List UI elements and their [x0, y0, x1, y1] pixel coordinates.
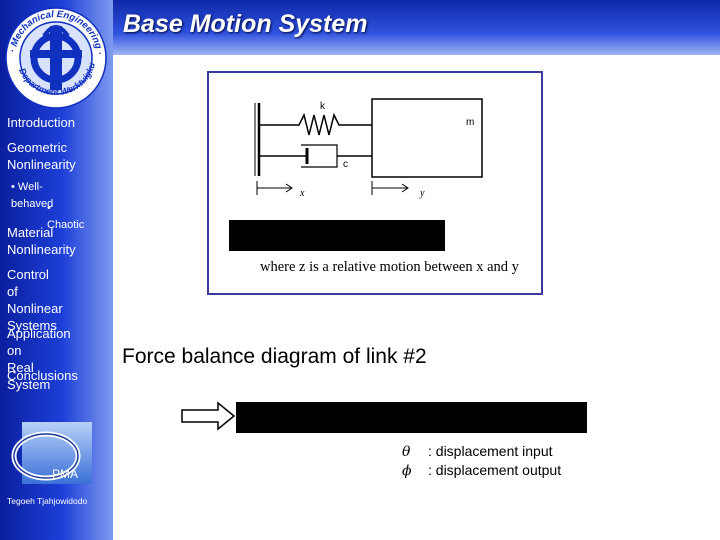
x-label: x: [300, 188, 305, 199]
sidebar-item-well-behaved[interactable]: • Well-behaved: [11, 181, 54, 210]
equation-box-motion: [229, 220, 445, 251]
sidebar-item-geometric-nonlinearity[interactable]: Geometric Nonlinearity: [7, 140, 76, 172]
title-band: [113, 0, 720, 55]
sidebar-item-introduction[interactable]: Introduction: [7, 115, 75, 130]
phi-symbol: ϕ: [402, 463, 412, 479]
sidebar-item-material-nonlinearity[interactable]: Material Nonlinearity: [7, 225, 76, 257]
pma-logo: PMA: [11, 422, 92, 484]
spring-label: k: [320, 101, 325, 112]
mass-block: [371, 98, 483, 178]
legend-theta: θ : displacement input: [402, 443, 553, 460]
sidebar-item-chaotic[interactable]: • Chaotic: [47, 202, 85, 231]
legend-phi: ϕ : displacement output: [402, 462, 561, 479]
diagram-panel: k m c x y where z is a relative motion b…: [207, 71, 543, 295]
relative-motion-caption: where z is a relative motion between x a…: [260, 259, 519, 275]
theta-symbol: θ: [402, 444, 411, 460]
right-arrow-icon: [181, 401, 236, 431]
y-arrowhead: [401, 183, 409, 193]
sidebar-item-application[interactable]: Application on Real System: [7, 326, 71, 392]
theta-description: : displacement input: [428, 443, 553, 459]
department-logo: · Mechanical Engineering · Department We…: [4, 6, 107, 109]
spring-mass-damper-diagram: [254, 98, 483, 195]
sidebar-item-conclusions[interactable]: Conclusions: [7, 368, 78, 383]
author-name: Tegoeh Tjahjowidodo: [7, 496, 88, 506]
equation-box-force-balance: [236, 402, 587, 433]
y-label: y: [420, 188, 425, 199]
spring: [259, 112, 372, 136]
pma-label: PMA: [52, 467, 78, 481]
force-balance-heading: Force balance diagram of link #2: [122, 345, 427, 368]
phi-description: : displacement output: [428, 462, 562, 478]
slide-title: Base Motion System: [123, 10, 368, 38]
mass-label: m: [466, 117, 475, 128]
sidebar-item-control[interactable]: Control of Nonlinear Systems: [7, 267, 63, 333]
x-arrowhead: [285, 183, 293, 193]
damper-label: c: [343, 159, 348, 170]
